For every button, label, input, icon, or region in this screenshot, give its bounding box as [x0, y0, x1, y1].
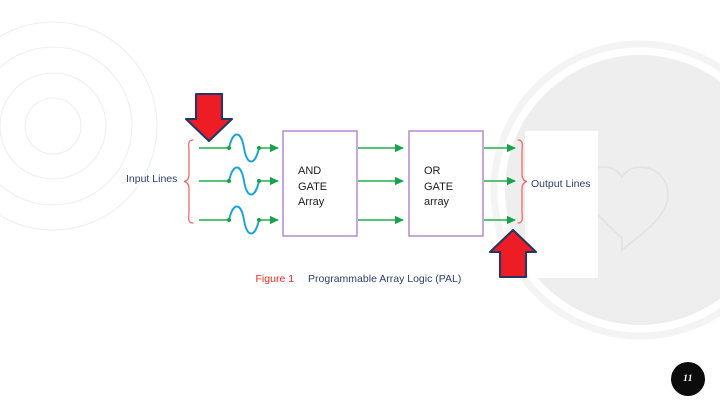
figure-caption-label: Figure 1 — [255, 273, 295, 285]
and-gate-array-label: AND GATE Array — [298, 164, 327, 211]
input-line-3 — [199, 205, 279, 235]
input-lines-brace — [183, 139, 194, 224]
and-gate-array-label-line1: AND — [298, 165, 322, 177]
output-label-backdrop — [525, 131, 598, 278]
and-gate-array-block — [282, 130, 358, 237]
figure-caption: Figure 1 Programmable Array Logic (PAL) — [238, 261, 462, 297]
or-gate-array-label: OR GATE array — [424, 164, 453, 211]
output-lines-label: Output Lines — [531, 178, 591, 190]
and-gate-array-label-line3: Array — [298, 196, 325, 209]
output-annotation-arrow-icon — [488, 228, 538, 279]
interconnect-lines — [358, 143, 404, 225]
or-gate-array-block — [408, 130, 484, 237]
input-line-1 — [199, 133, 279, 163]
background-circle-ring-icon — [490, 40, 720, 340]
page-number-badge: 11 — [671, 362, 705, 396]
output-lines-brace — [517, 139, 528, 224]
concentric-rings-icon — [0, 21, 158, 231]
input-line-2 — [199, 166, 279, 196]
or-gate-array-label-line1: OR — [424, 165, 441, 177]
figure-caption-title: Programmable Array Logic (PAL) — [308, 273, 462, 285]
page-number-text: 11 — [683, 374, 693, 384]
or-gate-array-label-line3: array — [424, 196, 450, 209]
input-annotation-arrow-icon — [184, 92, 234, 143]
output-signal-lines — [484, 143, 516, 225]
input-lines-label: Input Lines — [126, 173, 178, 185]
and-gate-array-label-line2: GATE — [298, 180, 328, 193]
input-signal-lines — [199, 133, 279, 235]
or-gate-array-label-line2: GATE — [424, 180, 454, 193]
